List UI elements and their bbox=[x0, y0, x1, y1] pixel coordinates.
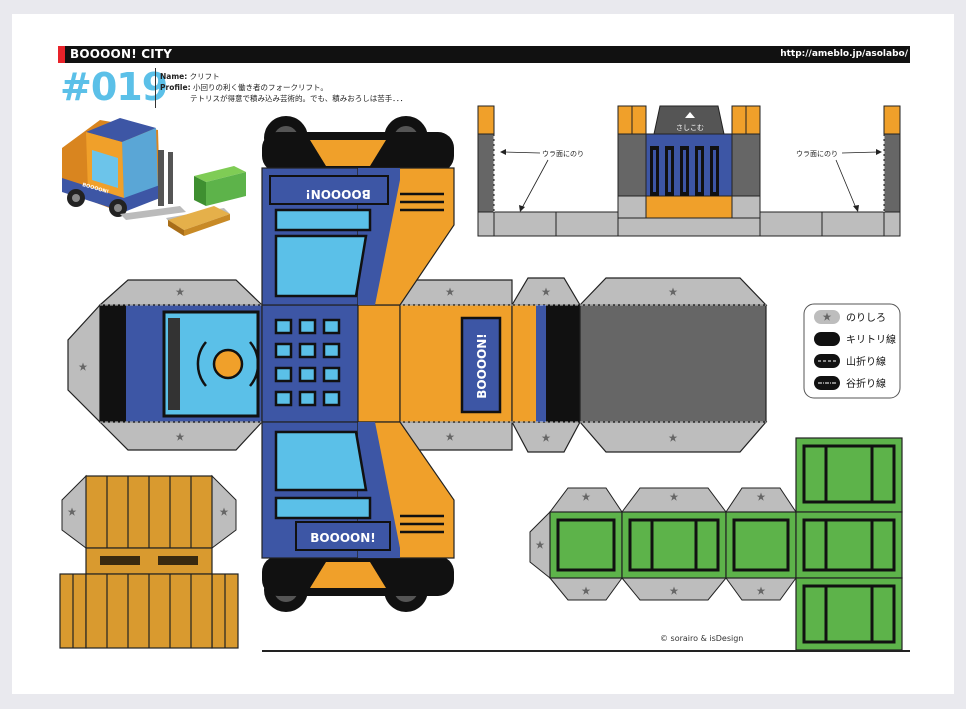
crate-net bbox=[529, 437, 903, 651]
forklift-preview: BOOOON! bbox=[62, 118, 246, 236]
profile-line-1: 小回りの利く働き者のフォークリフト。 bbox=[192, 83, 328, 92]
body-net: BOOOON! bbox=[67, 277, 768, 453]
legend-mountain: 山折り線 bbox=[846, 355, 886, 368]
name-label: Name: bbox=[160, 72, 188, 81]
glue-note-left: ウラ面にのり bbox=[542, 150, 584, 158]
glue-note-right: ウラ面にのり bbox=[796, 150, 838, 158]
blog-url[interactable]: http://ameblo.jp/asolabo/ bbox=[780, 49, 908, 59]
legend-glue: のりしろ bbox=[846, 312, 886, 324]
model-name: クリフト bbox=[189, 72, 220, 81]
cab-bottom-logo: BOOOON! bbox=[310, 531, 375, 545]
upper-side-strips: さしこむ ウラ面にのり ウラ面にのり bbox=[477, 105, 901, 237]
profile-row-2: テトリスが得意で積み込み芸術的。でも、積みおろしは苦手．．． bbox=[190, 93, 407, 104]
cab-net: BOOOON! BOOOON! bbox=[261, 116, 455, 612]
number-divider bbox=[155, 68, 156, 108]
slot-label: さしこむ bbox=[676, 124, 704, 132]
model-number: #019 bbox=[60, 65, 168, 109]
legend-cut: キリトリ線 bbox=[846, 333, 896, 346]
model-name-row: Name: クリフト bbox=[160, 71, 220, 82]
side-panel-logo: BOOOON! bbox=[475, 333, 489, 398]
line-legend: のりしろ キリトリ線 山折り線 谷折り線 bbox=[803, 303, 901, 399]
profile-label: Profile: bbox=[160, 83, 191, 92]
profile-line-2: テトリスが得意で積み込み芸術的。でも、積みおろしは苦手．．． bbox=[190, 94, 408, 103]
pallet-net bbox=[59, 474, 239, 649]
bottom-rule bbox=[262, 650, 910, 652]
legend-valley: 谷折り線 bbox=[846, 377, 886, 390]
cab-top-logo: BOOOON! bbox=[305, 187, 370, 201]
copyright: © sorairo & isDesign bbox=[660, 634, 744, 643]
profile-row: Profile: 小回りの利く働き者のフォークリフト。 bbox=[160, 82, 328, 93]
brand-title: BOOOON! CITY bbox=[70, 47, 173, 61]
header-bar bbox=[58, 46, 910, 63]
header-accent bbox=[58, 46, 65, 63]
